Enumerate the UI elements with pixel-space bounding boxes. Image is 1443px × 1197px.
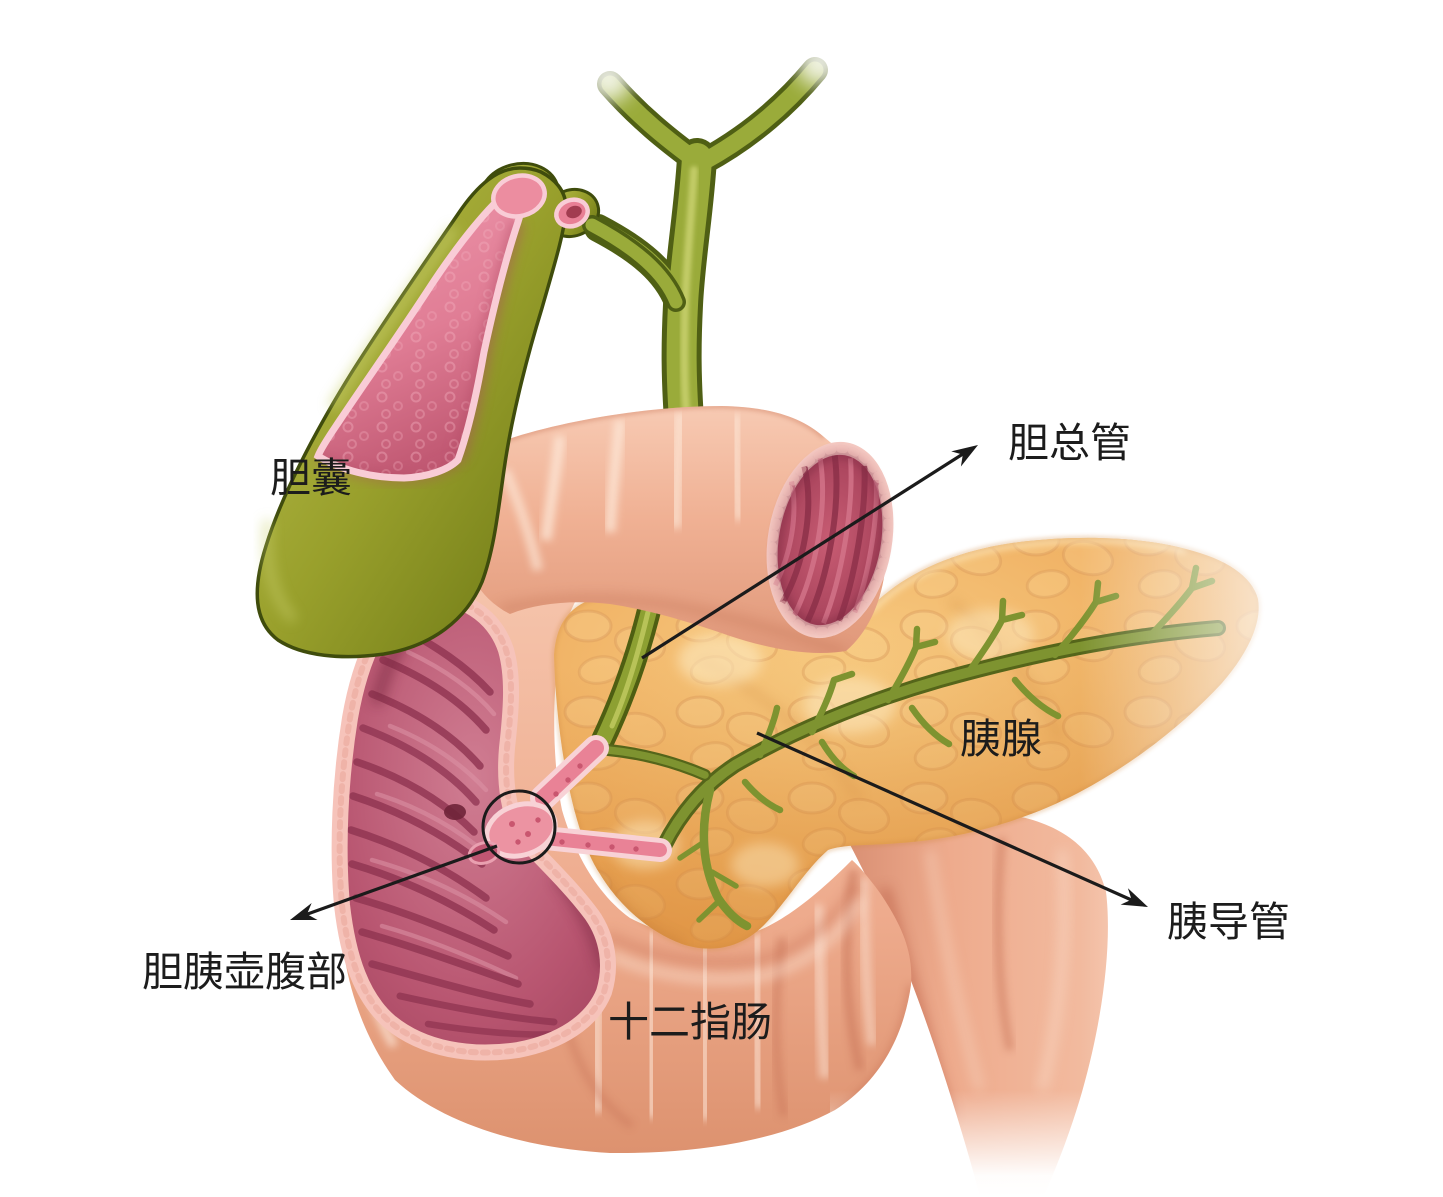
decorative-shape [368,690,484,770]
decorative-shape [368,960,534,1008]
decorative-shape [525,831,531,837]
decorative-shape [262,519,298,624]
decorative-shape [515,839,521,845]
accessory-pancreatic-duct [602,744,711,781]
decorative-shape [444,804,466,820]
decorative-shape [908,704,953,748]
decorative-shape [884,625,939,704]
decorative-shape [670,412,686,529]
decorative-shape [379,923,519,981]
decorative-shape [535,740,604,806]
decorative-shape [379,656,490,734]
decorative-shape [327,225,460,411]
leader-line-ampulla [301,844,498,918]
decorative-shape [836,465,868,622]
decorative-shape [609,609,651,729]
decorative-shape [584,54,632,102]
decorative-shape [964,597,1026,677]
duodenum-bulb [461,406,887,654]
decorative-shape [694,61,824,171]
decorative-shape [535,817,541,823]
leader-line-pancreatic-duct [756,731,1137,904]
decorative-shape [1037,849,1070,1092]
decorative-shape [604,419,626,533]
decorative-shape [792,457,825,617]
label-gallbladder: 胆囊 [270,454,352,502]
leader-line-common-bile-duct [641,450,967,660]
decorative-shape [491,173,547,219]
decorative-shape [750,932,765,1109]
decorative-shape [699,785,752,931]
label-pancreatic-duct: 胰导管 [1167,898,1290,946]
decorative-shape [405,649,497,717]
decorative-shape [500,468,543,572]
decorative-shape [925,849,985,1092]
decorative-shape [678,634,762,686]
bottom-fade [830,1090,1210,1197]
bile-duct-tree [584,38,844,440]
decorative-shape [566,205,582,219]
decorative-shape [498,594,847,654]
gallbladder-shape [255,161,686,659]
label-pancreas: 胰腺 [960,715,1042,763]
decorative-shape [540,435,566,541]
decorative-shape [768,444,892,636]
decorative-shape [731,843,799,887]
decorative-shape [313,181,525,482]
decorative-shape [677,839,739,923]
decorative-shape [741,778,784,814]
hepatopancreatic-ampulla [467,735,672,865]
decorative-shape [680,166,698,412]
decorative-shape [585,842,591,848]
decorative-shape [565,777,571,783]
ampulla-highlight-circle [481,789,557,865]
decorative-shape [859,877,877,1046]
arrowhead-pancreatic-duct [1120,888,1148,907]
uncinate-duct [677,785,752,931]
decorative-shape [731,413,744,521]
decorative-shape [779,465,812,605]
decorative-shape [821,458,854,625]
decorative-shape [633,846,639,852]
decorative-shape [353,758,478,836]
annotations: 胆总管 胰腺 胰导管 胆胰壶腹部 十二指肠 胆囊 [142,419,1290,1046]
decorative-shape [396,992,558,1026]
decorative-shape [369,857,509,925]
decorative-shape [387,723,489,793]
common-bile-duct-segment [590,586,664,754]
decorative-shape [808,670,856,736]
arrowhead-common-bile-duct [951,445,978,467]
decorative-shape [585,218,683,309]
decorative-shape [609,844,615,850]
decorative-shape [756,704,781,759]
decorative-shape [483,406,847,654]
decorative-shape [796,38,844,86]
decorative-shape [483,406,826,451]
decorative-shape [559,839,565,845]
arrowhead-ampulla [290,903,318,921]
decorative-shape [358,928,522,988]
decorative-shape [577,763,583,769]
decorative-shape [509,763,639,852]
label-common-bile-duct: 胆总管 [1008,419,1131,467]
decorative-shape [604,882,860,967]
decorative-shape [509,821,515,827]
decorative-shape [1011,676,1062,720]
decorative-shape [773,450,887,630]
decorative-shape [608,898,864,984]
decorative-shape [538,831,667,857]
decorative-shape [347,826,490,902]
decorative-shape [994,837,1014,1051]
decorative-shape [772,937,788,1117]
decorative-shape [553,791,559,797]
label-ampulla: 胆胰壶腹部 [142,948,347,996]
decorative-shape [352,894,512,960]
right-fade [1080,0,1443,1197]
label-duodenum: 十二指肠 [608,998,772,1046]
decorative-shape [348,860,498,934]
decorative-shape [604,746,709,779]
decorative-shape [804,455,840,623]
decorative-shape [359,724,480,806]
